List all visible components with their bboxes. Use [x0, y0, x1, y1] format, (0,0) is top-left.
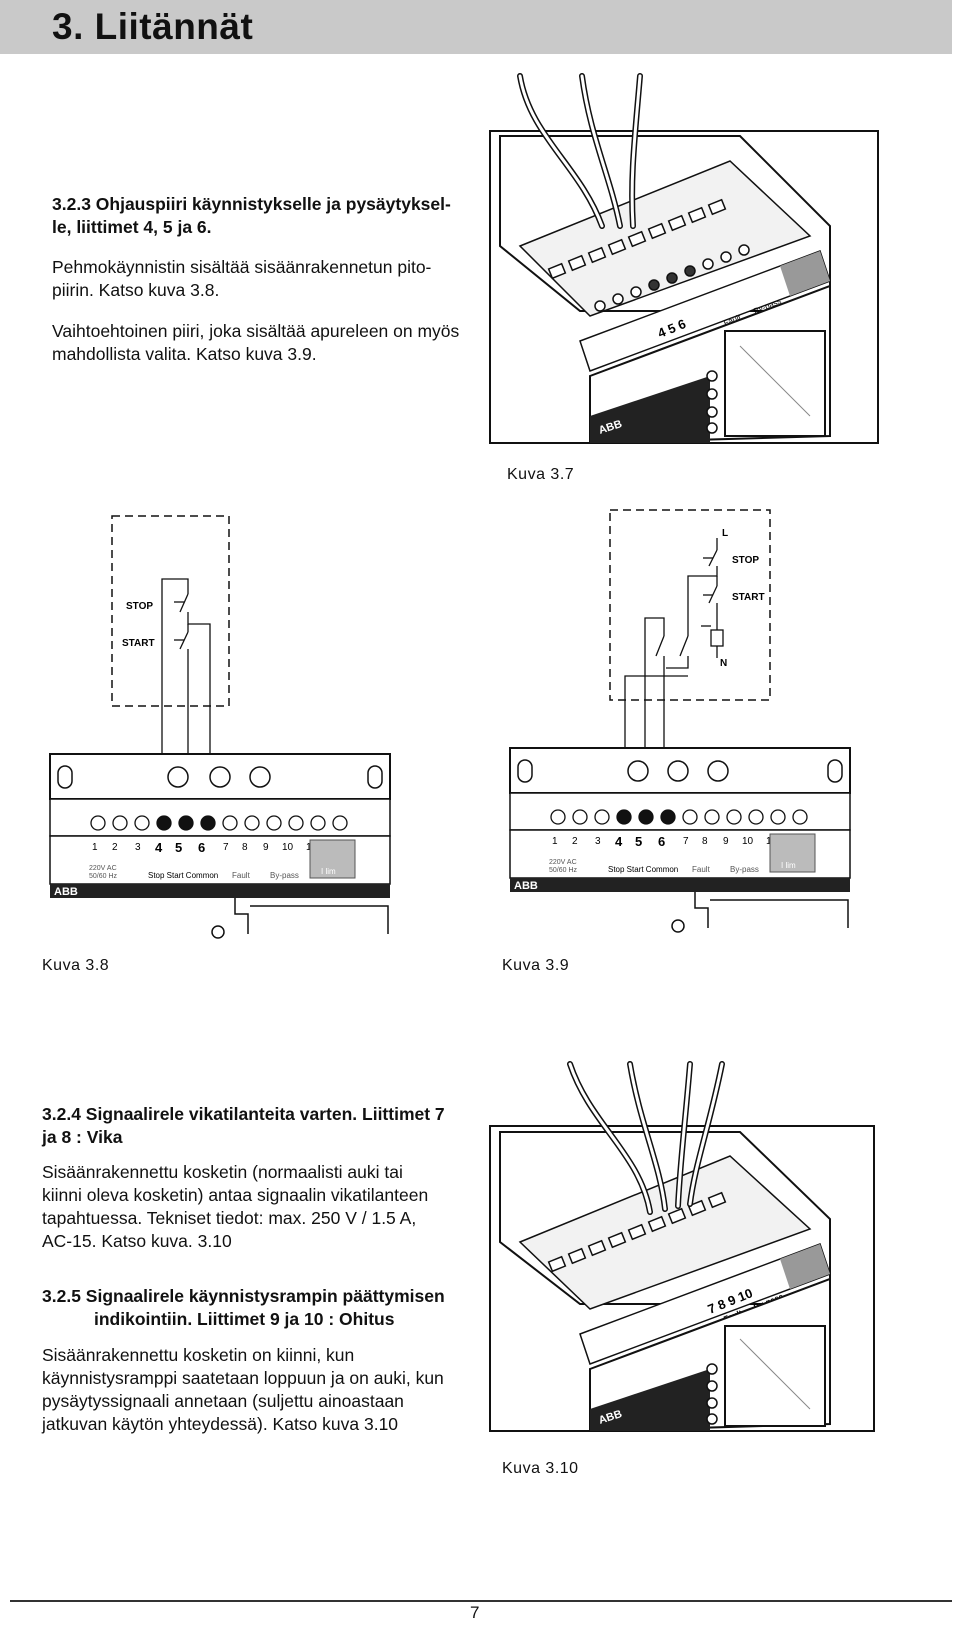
- svg-text:By-pass: By-pass: [270, 871, 299, 880]
- figure-3-10-device-illustration: 7 8 9 10 Stop Start Common Fault By-pass…: [489, 1061, 875, 1433]
- svg-text:1: 1: [552, 836, 558, 847]
- section-3-2-4-heading: 3.2.4 Signaalirele vikatilanteita varten…: [42, 1104, 445, 1147]
- svg-text:6: 6: [658, 834, 665, 849]
- svg-text:5: 5: [175, 840, 182, 855]
- svg-text:10: 10: [742, 836, 754, 847]
- svg-text:5: 5: [635, 834, 642, 849]
- fig39-stop-label: STOP: [732, 555, 759, 566]
- section-3-2-5-heading-line-1: 3.2.5 Signaalirele käynnistysrampin päät…: [42, 1286, 445, 1306]
- svg-text:Stop Start Common: Stop Start Common: [148, 871, 218, 880]
- section-header-bar: 3. Liitännät: [0, 0, 952, 54]
- svg-text:8: 8: [702, 836, 708, 847]
- fig39-n-label: N: [720, 658, 727, 669]
- section-3-2-4-paragraph: Sisäänrakennettu kosketin (normaalisti a…: [42, 1162, 429, 1251]
- svg-text:2: 2: [572, 836, 578, 847]
- footer-rule: [10, 1600, 952, 1602]
- fig39-start-label: START: [732, 592, 765, 603]
- svg-text:220V AC: 220V AC: [89, 865, 117, 872]
- svg-text:Stop Start Common: Stop Start Common: [608, 865, 678, 874]
- section-3-2-3-heading: 3.2.3 Ohjauspiiri käynnistykselle ja pys…: [52, 194, 451, 237]
- figure-3-9-caption: Kuva 3.9: [502, 957, 570, 974]
- figure-3-8-circuit-diagram: STOP START 123 456 789 101112 I lim 220V…: [49, 515, 391, 939]
- fig38-start-label: START: [122, 638, 155, 649]
- svg-text:I lim: I lim: [781, 861, 796, 870]
- svg-text:ABB: ABB: [54, 886, 78, 898]
- section-3-2-3-paragraph-1: Pehmokäynnistin sisältää sisäänrakennetu…: [52, 257, 432, 300]
- svg-text:4: 4: [155, 840, 163, 855]
- figure-3-10-caption: Kuva 3.10: [502, 1460, 579, 1477]
- svg-text:50/60 Hz: 50/60 Hz: [89, 873, 118, 880]
- section-3-2-3-paragraph-2: Vaihtoehtoinen piiri, joka sisältää apur…: [52, 321, 460, 364]
- svg-text:8: 8: [242, 842, 248, 853]
- svg-text:I lim: I lim: [321, 867, 336, 876]
- svg-text:7: 7: [683, 836, 689, 847]
- svg-text:2: 2: [112, 842, 118, 853]
- svg-text:220V AC: 220V AC: [549, 859, 577, 866]
- svg-text:9: 9: [723, 836, 729, 847]
- fig39-l-label: L: [722, 528, 728, 539]
- section-3-2-5-heading-line-2: indikointiin. Liittimet 9 ja 10 : Ohitus: [94, 1309, 395, 1329]
- svg-text:6: 6: [198, 840, 205, 855]
- svg-text:7: 7: [223, 842, 229, 853]
- svg-text:3: 3: [135, 842, 141, 853]
- fig38-stop-label: STOP: [126, 601, 153, 612]
- svg-text:3: 3: [595, 836, 601, 847]
- svg-text:ABB: ABB: [514, 880, 538, 892]
- page-number: 7: [470, 1603, 480, 1622]
- figure-3-7-device-illustration: 4 5 6 Stop Start Common Fault By-pass AB…: [489, 73, 879, 445]
- section-3-2-5-paragraph: Sisäänrakennettu kosketin on kiinni, kun…: [42, 1345, 444, 1434]
- svg-text:9: 9: [263, 842, 269, 853]
- svg-text:By-pass: By-pass: [730, 865, 759, 874]
- svg-text:Fault: Fault: [232, 871, 251, 880]
- svg-text:50/60 Hz: 50/60 Hz: [549, 867, 578, 874]
- svg-text:1: 1: [92, 842, 98, 853]
- page-title: 3. Liitännät: [52, 6, 254, 47]
- svg-text:Fault: Fault: [692, 865, 711, 874]
- svg-text:10: 10: [282, 842, 294, 853]
- figure-3-8-caption: Kuva 3.8: [42, 957, 110, 974]
- svg-text:4: 4: [615, 834, 623, 849]
- figure-3-7-caption: Kuva 3.7: [507, 466, 575, 483]
